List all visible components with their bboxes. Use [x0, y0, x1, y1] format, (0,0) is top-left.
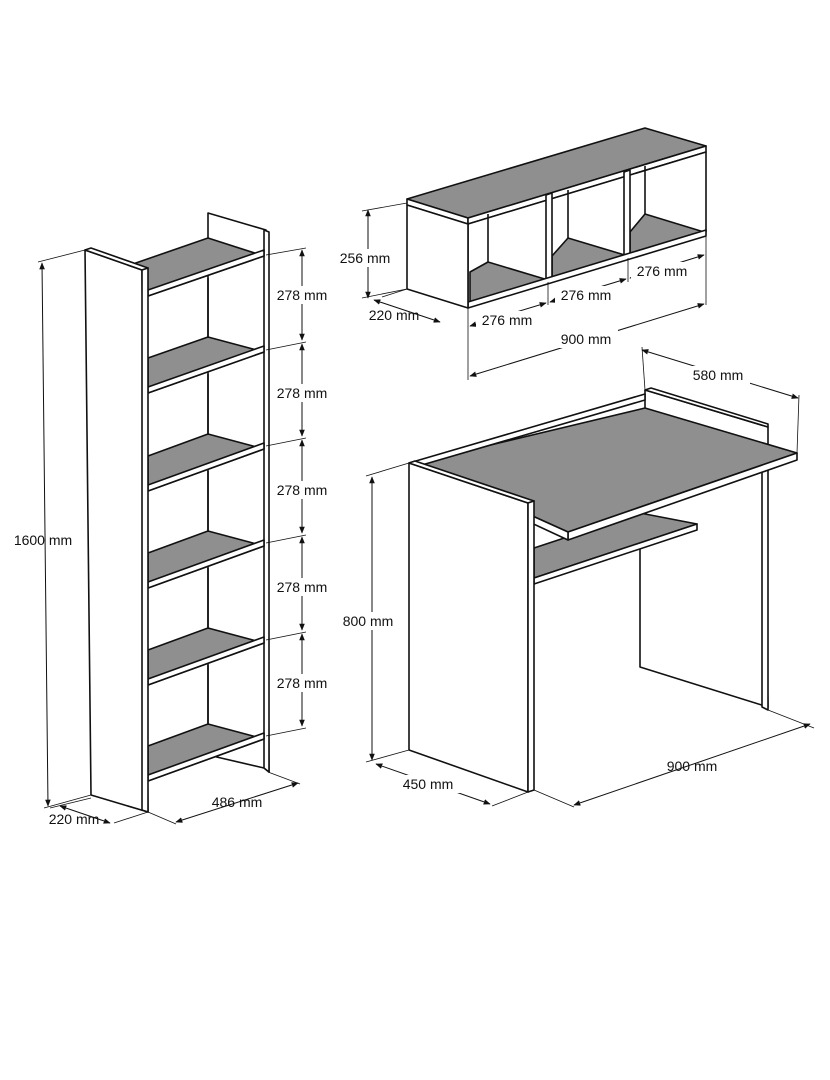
compartment-divider [545, 192, 553, 281]
bookcase-back-panel-edge [263, 229, 270, 773]
bookcase-back-panel [207, 212, 270, 773]
shelf-spacing-label: 278 mm [277, 287, 328, 303]
desk-upper-width-label: 580 mm [693, 367, 744, 383]
bookcase-dimensions: 1600 mm 220 mm 486 mm 278 mm 278 mm 278 … [14, 247, 332, 827]
dimension-line-depth [373, 299, 441, 323]
bookcase-front-panel-side [141, 267, 149, 813]
wall-shelf [406, 127, 707, 309]
desk [408, 387, 798, 793]
compartment-divider [623, 169, 631, 257]
bookcase [84, 212, 270, 813]
dimension-line-height [39, 262, 51, 807]
shelf-spacing-label: 278 mm [277, 675, 328, 691]
desk-width-label: 900 mm [667, 758, 718, 774]
compartment-label: 276 mm [482, 312, 533, 328]
desk-depth-label: 450 mm [403, 776, 454, 792]
dimension-line-width [175, 782, 299, 823]
desk-dimensions: 800 mm 450 mm 900 mm 580 mm [336, 346, 815, 808]
shelf-spacing-label: 278 mm [277, 385, 328, 401]
compartment-label: 276 mm [637, 263, 688, 279]
wall-shelf-dimensions: 256 mm 220 mm 900 mm 276 mm 276 mm 276 m… [332, 202, 707, 380]
shelf-spacing-label: 278 mm [277, 579, 328, 595]
bookcase-height-label: 1600 mm [14, 532, 72, 548]
bookcase-width-label: 486 mm [212, 794, 263, 810]
bookcase-front-panel [84, 249, 149, 813]
wall-shelf-end-panel [406, 204, 469, 309]
wall-shelf-width-label: 900 mm [561, 331, 612, 347]
desk-left-leg-side [527, 500, 535, 793]
bookcase-depth-label: 220 mm [49, 811, 100, 827]
dimension-line-width [573, 723, 811, 806]
shelf-spacing-label: 278 mm [277, 482, 328, 498]
desk-height-label: 800 mm [343, 613, 394, 629]
compartment-label: 276 mm [561, 287, 612, 303]
desk-left-leg [408, 462, 529, 793]
wall-shelf-height-label: 256 mm [340, 250, 391, 266]
wall-shelf-depth-label: 220 mm [369, 307, 420, 323]
desk-right-leg-edge [761, 469, 769, 711]
dimension-line-depth [59, 805, 111, 824]
